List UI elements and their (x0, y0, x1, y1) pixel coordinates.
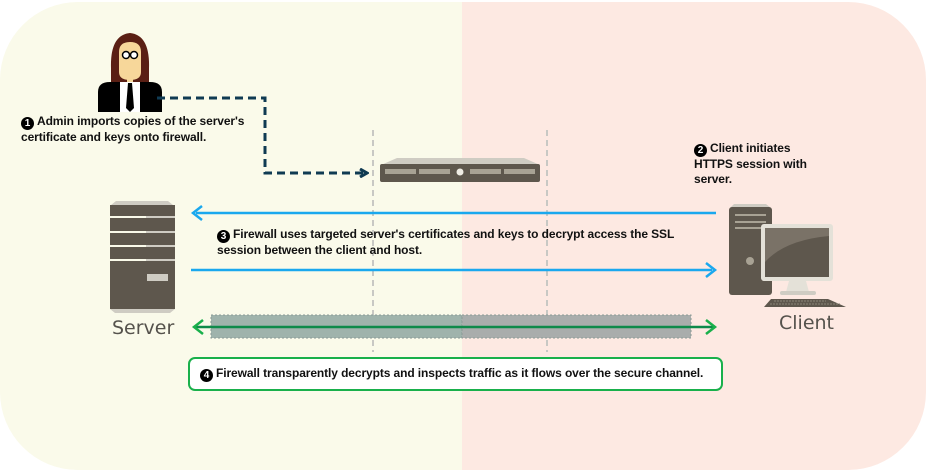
server-tower-icon (110, 201, 175, 313)
arrowhead-right-blue (705, 262, 718, 278)
step-3-text-line2: session between the client and host. (217, 243, 423, 257)
untrusted-zone (462, 2, 926, 470)
trusted-zone (0, 2, 462, 470)
arrowhead-right-green (705, 319, 718, 335)
step-2-text-line1: Client initiates (710, 141, 791, 155)
step-3-number-badge: 3 (217, 230, 230, 243)
step-2-number-badge: 2 (694, 144, 707, 157)
step-3-text-line1: Firewall uses targeted server's certific… (233, 227, 675, 241)
step-1-number-badge: 1 (21, 117, 34, 130)
firewall-appliance-icon (380, 158, 540, 182)
step-1-text-line2: certificate and keys onto firewall. (21, 130, 207, 144)
step-4-text: Firewall transparently decrypts and insp… (216, 366, 704, 380)
client-label: Client (779, 312, 835, 334)
arrowhead-left-green (191, 319, 204, 335)
server-label: Server (112, 317, 175, 339)
admin-to-firewall-arrow (157, 96, 366, 173)
desktop-computer-icon (729, 204, 846, 307)
step-2-text-line2: HTTPS session with (694, 157, 807, 171)
step-1-text-line1: Admin imports copies of the server's (37, 114, 245, 128)
admin-person-icon (98, 33, 162, 112)
step-4-number-badge: 4 (200, 369, 213, 382)
arrowhead-left-blue (190, 205, 203, 221)
step-2-text-line3: server. (694, 172, 733, 186)
